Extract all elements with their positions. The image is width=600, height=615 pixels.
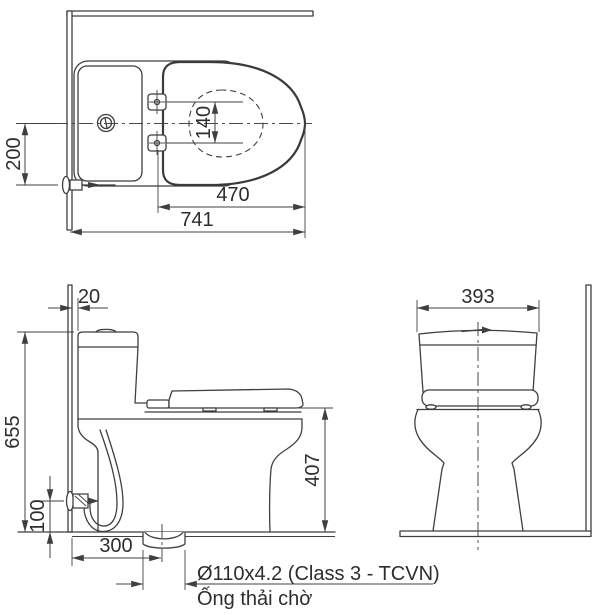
side-view: 20 655 100 407 300 [2,284,440,610]
dim-text-407: 407 [302,453,324,486]
tank-side-profile [77,331,148,420]
dimension-wall-gap: 20 [48,286,108,331]
body-front-right [511,408,542,532]
tank-front [418,329,538,393]
dimension-hinge-spacing: 140 [166,101,243,144]
seat-front [421,389,539,407]
hinge-bolt-lower [147,131,167,155]
body-front-left [414,408,445,532]
dim-text-100: 100 [27,499,49,532]
seat-bumper-1 [202,407,217,412]
wall-top-edge [66,10,314,17]
tank-lid-button-side [95,328,117,333]
dimension-total-depth: 741 [69,209,306,236]
dimension-bowl-height: 407 [296,407,333,533]
wall-left-edge [66,10,73,231]
supply-hose-outer [89,429,118,527]
wall-front-view [585,284,592,533]
supply-hose-inner [83,429,124,533]
seat-bumper-2 [263,407,278,412]
dim-text-470: 470 [216,184,249,206]
dim-text-20: 20 [78,286,100,308]
pedestal-back-profile [77,418,99,533]
seat-hinge-side [146,399,170,409]
floor-front-view [399,530,592,538]
front-view: 393 [399,284,592,550]
hinge-bolt-upper [147,90,167,114]
water-supply-valve-top [61,175,116,195]
dimension-outlet-distance: 300 [71,535,162,566]
waste-pipe-stub [142,524,186,562]
dim-text-741: 741 [180,209,213,231]
dimension-hinge-to-front: 470 [157,126,306,238]
water-supply-valve-side [65,490,99,512]
pedestal-front-profile [268,418,303,533]
pipe-spec-text: Ø110x4.2 (Class 3 - TCVN) [197,563,440,585]
dimension-total-height: 655 [2,331,74,533]
pipe-annotation: Ø110x4.2 (Class 3 - TCVN) Ống thải chờ [116,550,440,610]
dim-text-655: 655 [2,415,24,448]
tank-lid-handle [461,326,492,334]
top-view: 200 140 470 741 [3,10,314,238]
seat-opening-dashed [188,89,264,158]
dim-text-393: 393 [461,286,494,308]
pipe-label-text: Ống thải chờ [197,586,312,610]
dim-text-200: 200 [3,137,25,170]
dim-text-140: 140 [193,106,215,139]
seat-lid-side-profile [168,388,304,409]
dimension-valve-height: 100 [27,476,64,558]
dimension-valve-offset: 200 [3,123,62,186]
dimension-total-width: 393 [416,286,540,332]
dim-text-300: 300 [99,535,132,557]
seat-hinge-dot-left [425,404,437,410]
seat-hinge-dot-right [520,404,532,410]
